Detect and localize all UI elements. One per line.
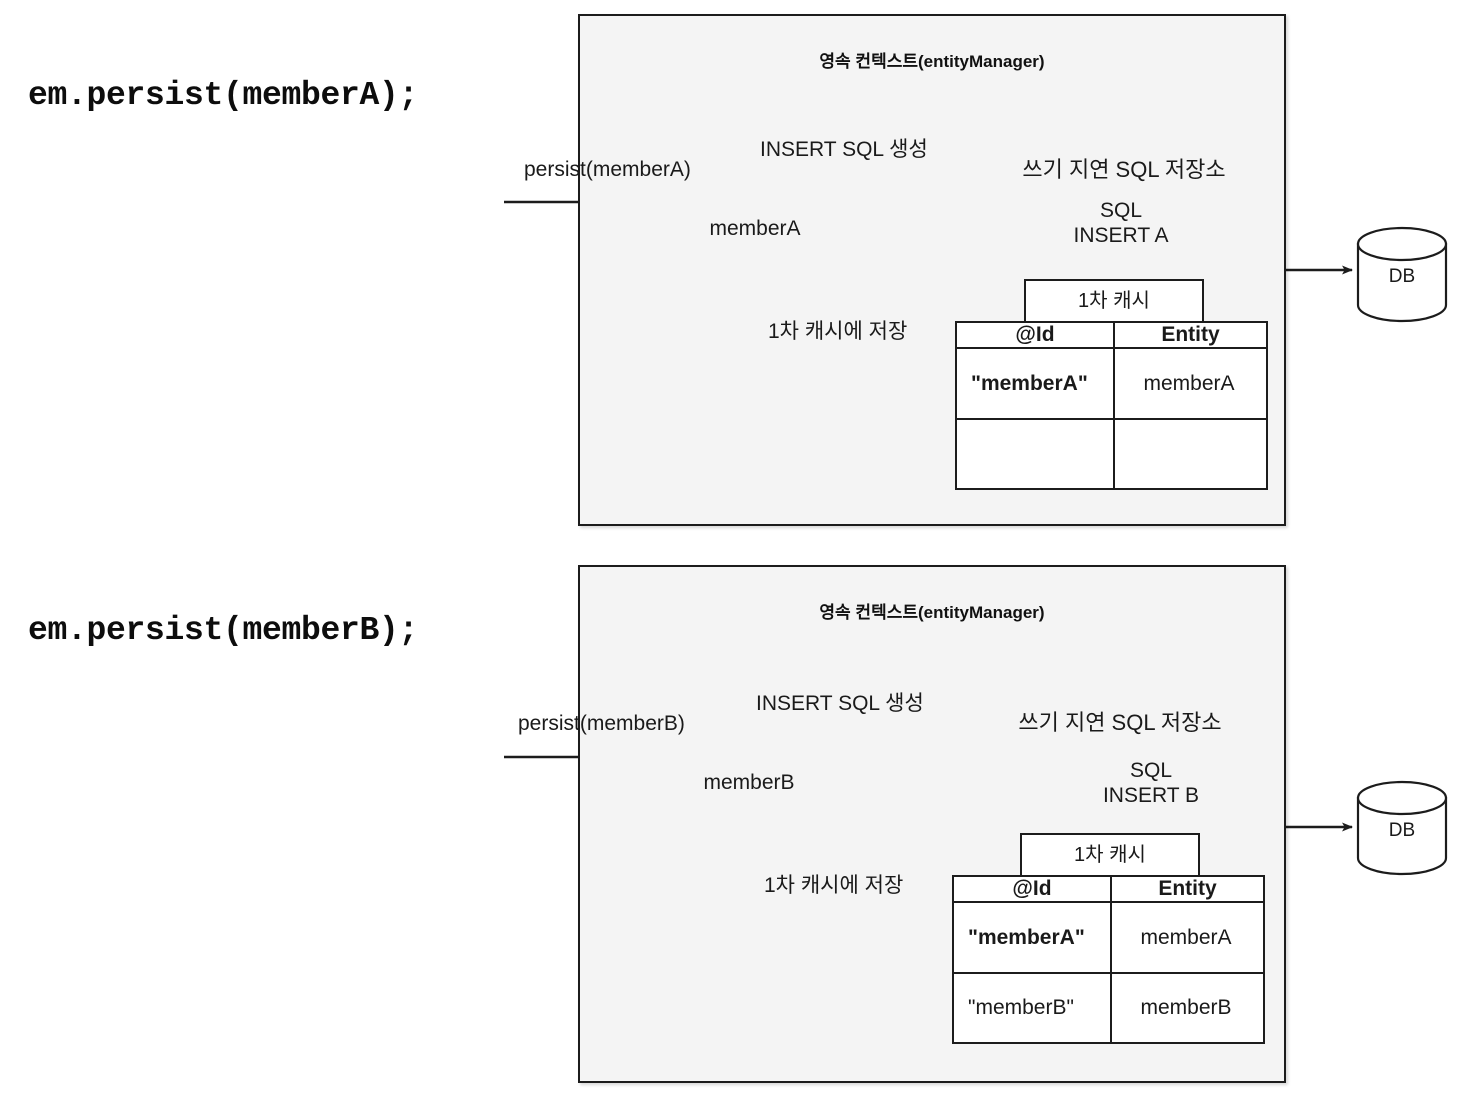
sql-query-label-a-0: SQL INSERT A	[1030, 197, 1212, 250]
code-label-persist-b: em.persist(memberB);	[28, 612, 419, 649]
cache-store-label-b: 1차 캐시에 저장	[764, 874, 904, 897]
cache-store-label-a: 1차 캐시에 저장	[768, 320, 908, 343]
table-header-entity-b: Entity	[1158, 877, 1217, 900]
sql-query-line1-b-1: SQL	[1129, 759, 1173, 783]
first-cache-tab-a: 1차 캐시	[1024, 279, 1204, 323]
first-cache-table-a: @Id Entity "memberA"	[955, 321, 1268, 490]
panel-title-a: 영속 컨텍스트(entityManager)	[819, 52, 1045, 71]
table-header-id-b: @Id	[1012, 877, 1052, 900]
db-label-b: DB	[1388, 820, 1416, 841]
table-cell-id-a-0: "memberA"	[971, 371, 1088, 395]
table-cell-id-b-1: "memberB"	[968, 996, 1074, 1019]
table-column-divider-a	[1113, 323, 1115, 488]
code-label-persist-a: em.persist(memberA);	[28, 77, 419, 114]
table-cell-entity-b-1: memberB	[1140, 996, 1232, 1019]
table-cell-entity-a-0: memberA	[1143, 372, 1235, 395]
persist-arrow-label-a: persist(memberA)	[524, 158, 691, 181]
db-label-a: DB	[1388, 266, 1416, 287]
table-header-id-a: @Id	[1015, 323, 1055, 346]
first-cache-tab-b: 1차 캐시	[1020, 833, 1200, 877]
persist-arrow-label-b: persist(memberB)	[518, 712, 685, 735]
entity-node-label-a: memberA	[709, 217, 801, 240]
sql-store-title-a: 쓰기 지연 SQL 저장소	[1022, 157, 1226, 182]
table-row-divider-b	[954, 972, 1263, 974]
insert-sql-label-a: INSERT SQL 생성	[760, 138, 928, 161]
sql-store-title-b: 쓰기 지연 SQL 저장소	[1018, 710, 1222, 735]
sql-query-line2-b-1: INSERT B	[1102, 783, 1200, 807]
sql-query-line1-a-0: SQL	[1099, 199, 1143, 223]
sql-query-line2-a-0: INSERT A	[1073, 223, 1169, 247]
table-column-divider-b	[1110, 877, 1112, 1042]
entity-node-label-b: memberB	[703, 771, 795, 794]
table-cell-entity-b-0: memberA	[1140, 926, 1232, 949]
insert-sql-label-b: INSERT SQL 생성	[756, 692, 924, 715]
table-header-entity-a: Entity	[1161, 323, 1220, 346]
table-cell-id-a-1	[957, 420, 1113, 488]
sql-query-label-b-1: SQL INSERT B	[1060, 757, 1242, 810]
table-cell-id-b-0: "memberA"	[968, 925, 1085, 949]
first-cache-table-b: @Id Entity "memberA" "memberB"	[952, 875, 1265, 1044]
table-header-divider-a	[957, 347, 1266, 349]
panel-title-b: 영속 컨텍스트(entityManager)	[819, 603, 1045, 622]
table-row-divider-a	[957, 418, 1266, 420]
table-header-divider-b	[954, 901, 1263, 903]
